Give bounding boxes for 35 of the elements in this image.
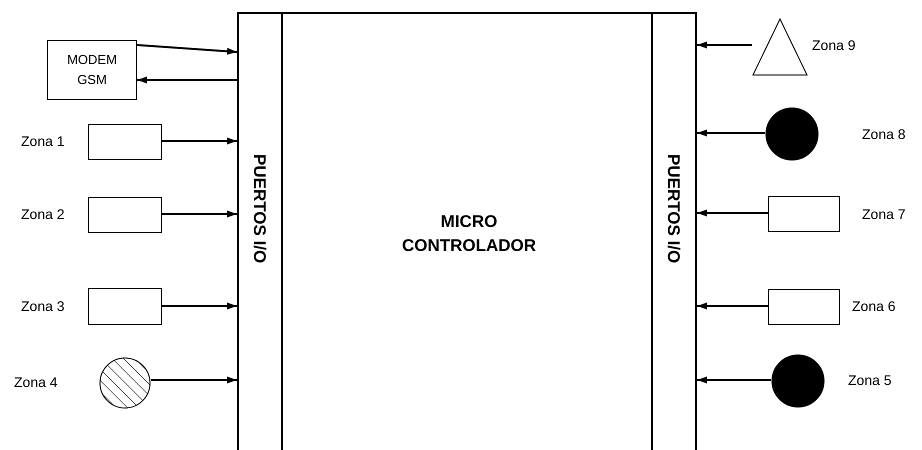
zone-label: Zona 3 — [21, 298, 65, 314]
sensor-circle — [771, 354, 825, 408]
arrow — [162, 210, 237, 218]
arrow — [162, 302, 237, 310]
sensor-triangle — [752, 18, 808, 76]
zone-label: Zona 1 — [21, 133, 65, 149]
modem-box — [47, 40, 137, 100]
sensor-box — [88, 197, 162, 233]
zone-label: Zona 4 — [14, 374, 58, 390]
arrow — [697, 42, 752, 48]
arrow — [137, 76, 237, 84]
zone-label: Zona 5 — [848, 372, 892, 388]
microcontroller-block — [237, 12, 697, 450]
arrow — [151, 376, 237, 384]
block-label: MICRO CONTROLADOR — [400, 211, 538, 257]
zone-label: Zona 9 — [812, 37, 856, 53]
sensor-circle — [765, 107, 819, 161]
arrow — [697, 130, 765, 136]
sensor-box — [88, 288, 162, 325]
sensor-box — [768, 289, 840, 325]
arrow — [697, 302, 768, 310]
port-label: PUERTOS I/O — [249, 154, 269, 264]
modem-label: MODEM GSM — [66, 51, 118, 89]
zone-label: Zona 2 — [21, 206, 65, 222]
zone-label: Zona 8 — [862, 126, 906, 142]
sensor-box — [768, 196, 840, 232]
port-label: PUERTOS I/O — [663, 154, 683, 264]
arrow — [162, 138, 237, 144]
zone-label: Zona 6 — [852, 298, 896, 314]
arrow — [697, 376, 771, 384]
arrow — [697, 210, 768, 216]
arrow — [136, 44, 238, 55]
zone-label: Zona 7 — [862, 206, 906, 222]
sensor-circle — [99, 357, 151, 409]
sensor-box — [88, 124, 162, 160]
